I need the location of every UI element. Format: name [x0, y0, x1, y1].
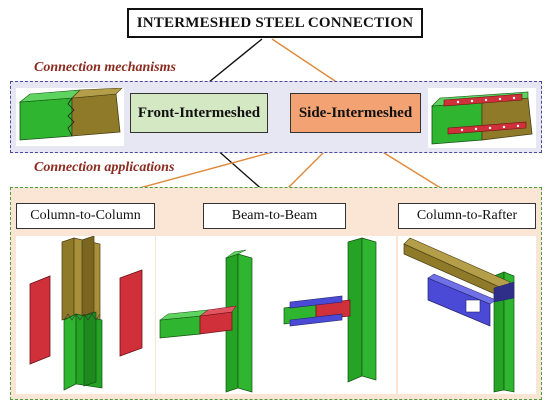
front-intermeshed-box: Front-Intermeshed — [130, 93, 268, 133]
side-intermeshed-beam-image — [428, 88, 536, 148]
diagram-title: INTERMESHED STEEL CONNECTION — [127, 8, 423, 38]
front-intermeshed-label: Front-Intermeshed — [137, 104, 261, 121]
column-to-rafter-label-box: Column-to-Rafter — [398, 203, 536, 229]
beam-to-beam-label-box: Beam-to-Beam — [203, 203, 346, 229]
column-to-rafter-label: Column-to-Rafter — [416, 208, 518, 223]
front-intermeshed-beam-image — [16, 88, 124, 146]
column-to-rafter-image — [398, 236, 536, 394]
column-to-column-label-box: Column-to-Column — [16, 203, 155, 229]
beam-to-beam-image — [156, 236, 396, 394]
column-to-column-label: Column-to-Column — [30, 208, 141, 223]
side-intermeshed-box: Side-Intermeshed — [290, 93, 421, 133]
side-intermeshed-label: Side-Intermeshed — [298, 104, 413, 121]
column-to-column-image — [16, 236, 155, 394]
mechanisms-section-label: Connection mechanisms — [34, 60, 176, 75]
beam-to-beam-label: Beam-to-Beam — [231, 208, 318, 223]
applications-section-label: Connection applications — [34, 160, 175, 175]
